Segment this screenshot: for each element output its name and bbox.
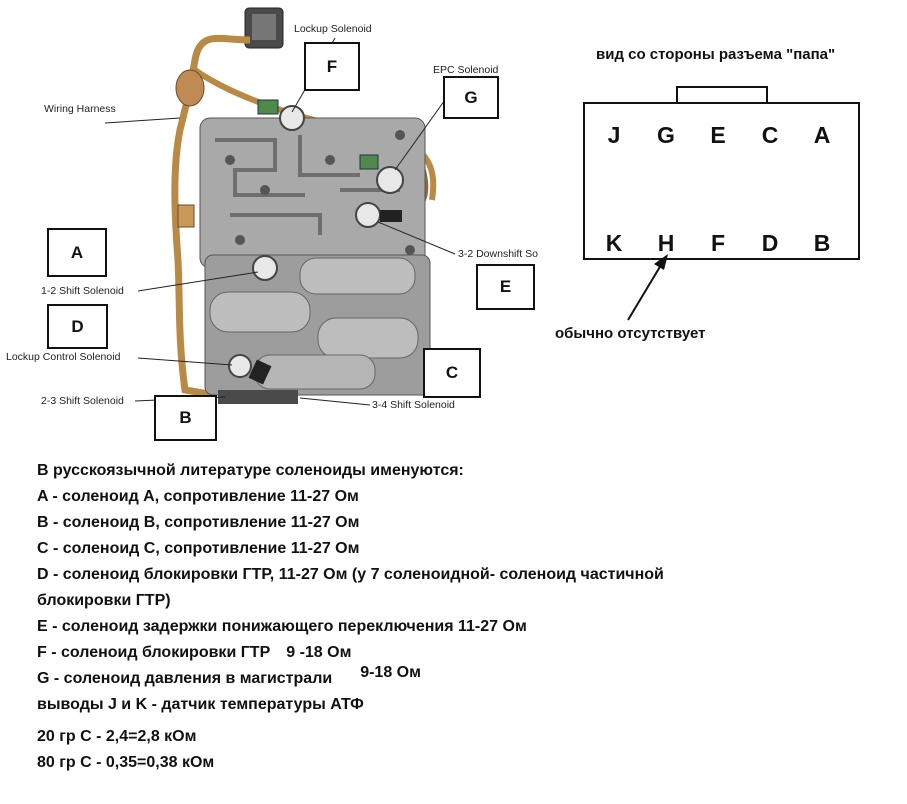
note-g-text: G - соленоид давления в магистрали bbox=[37, 670, 333, 687]
leader-harness bbox=[104, 117, 181, 124]
solenoid-downshift bbox=[355, 202, 381, 228]
note-a: A - соленоид А, сопротивление 11-27 Ом bbox=[37, 488, 359, 505]
pin-h-absent-note: обычно отсутствует bbox=[555, 325, 706, 342]
harness-connector-face bbox=[252, 14, 276, 40]
spool-valve bbox=[254, 354, 376, 390]
callout-downshift-solenoid: 3-2 Downshift So bbox=[458, 248, 538, 260]
callout-lockup-control-solenoid: Lockup Control Solenoid bbox=[6, 351, 121, 363]
valve-body-illustration bbox=[104, 7, 463, 406]
note-c: C - соленоид С, сопротивление 11-27 Ом bbox=[37, 540, 360, 557]
solenoid-12 bbox=[252, 255, 278, 281]
note-b: B - соленоид B, сопротивление 11-27 Ом bbox=[37, 514, 360, 531]
note-jk: выводы J и K - датчик температуры АТФ bbox=[37, 696, 364, 713]
note-d-line2: блокировки ГТР) bbox=[37, 592, 171, 609]
spool-valve bbox=[209, 291, 311, 333]
solenoid-lower-plugs bbox=[218, 390, 298, 404]
note-g-value: 9-18 Ом bbox=[360, 664, 421, 681]
solenoid-lockup-control bbox=[228, 354, 252, 378]
note-temp-80: 80 гр С - 0,35=0,38 кОм bbox=[37, 754, 215, 771]
solenoid-notes: В русскоязычной литературе соленоиды име… bbox=[37, 458, 897, 776]
bolt bbox=[405, 245, 415, 255]
note-f-text: F - соленоид блокировки ГТР bbox=[37, 644, 271, 661]
spool-valve bbox=[299, 257, 416, 295]
box-c: C bbox=[423, 348, 481, 398]
note-d-line1: D - соленоид блокировки ГТР, 11-27 Ом (у… bbox=[37, 566, 664, 583]
pin-e: E bbox=[710, 122, 726, 148]
note-f-value: 9 -18 Ом bbox=[286, 644, 352, 661]
pin-d: D bbox=[761, 230, 779, 256]
bolt bbox=[225, 155, 235, 165]
solenoid-lockup-control-plug bbox=[248, 359, 272, 385]
note-g: G - соленоид давления в магистрали 9-18 О… bbox=[37, 664, 897, 692]
pin-b: B bbox=[813, 230, 831, 256]
solenoid-lockup bbox=[279, 105, 305, 131]
pin-h-arrow bbox=[627, 254, 668, 321]
notes-intro: В русскоязычной литературе соленоиды име… bbox=[37, 462, 464, 479]
leader-downshift bbox=[377, 221, 456, 255]
pin-h: H bbox=[657, 230, 675, 256]
spool-valve bbox=[317, 317, 419, 359]
pin-a: A bbox=[813, 122, 831, 148]
box-e: E bbox=[476, 264, 535, 310]
pin-k: K bbox=[605, 230, 623, 256]
callout-12-shift-solenoid: 1-2 Shift Solenoid bbox=[41, 285, 124, 297]
pin-c: C bbox=[761, 122, 779, 148]
harness-clip bbox=[177, 204, 195, 228]
bolt bbox=[395, 130, 405, 140]
solenoid-epc-plug bbox=[359, 154, 379, 170]
bolt bbox=[260, 185, 270, 195]
harness-grommet bbox=[175, 69, 205, 107]
solenoid-downshift-plug bbox=[380, 210, 402, 222]
pin-j: J bbox=[607, 122, 621, 148]
callout-epc-solenoid: EPC Solenoid bbox=[433, 64, 499, 76]
solenoid-epc bbox=[376, 166, 404, 194]
note-temp-20: 20 гр С - 2,4=2,8 кОм bbox=[37, 728, 197, 745]
box-b: B bbox=[154, 395, 217, 441]
pin-f: F bbox=[710, 230, 726, 256]
connector-face bbox=[583, 102, 860, 260]
connector-key-tab bbox=[676, 86, 768, 104]
callout-lockup-solenoid: Lockup Solenoid bbox=[294, 23, 372, 35]
leader-12 bbox=[137, 271, 259, 292]
leader-34 bbox=[299, 397, 371, 406]
harness-wire-main bbox=[171, 34, 251, 399]
connector-title: вид со стороны разъема "папа" bbox=[596, 46, 836, 63]
leader-lockup-control bbox=[137, 357, 233, 366]
box-g: G bbox=[443, 76, 499, 119]
callout-wiring-harness: Wiring Harness bbox=[44, 103, 116, 115]
box-d: D bbox=[47, 304, 108, 349]
bolt bbox=[325, 155, 335, 165]
valve-channels bbox=[215, 135, 400, 235]
solenoid-lockup-plug bbox=[257, 99, 279, 115]
note-e: E - соленоид задержки понижающего перекл… bbox=[37, 618, 527, 635]
box-a: A bbox=[47, 228, 107, 277]
callout-34-shift-solenoid: 3-4 Shift Solenoid bbox=[372, 399, 455, 411]
note-f: F - соленоид блокировки ГТР 9 -18 Ом bbox=[37, 640, 897, 666]
bolt bbox=[235, 235, 245, 245]
box-f: F bbox=[304, 42, 360, 91]
callout-23-shift-solenoid: 2-3 Shift Solenoid bbox=[41, 395, 124, 407]
pin-g: G bbox=[657, 122, 675, 148]
